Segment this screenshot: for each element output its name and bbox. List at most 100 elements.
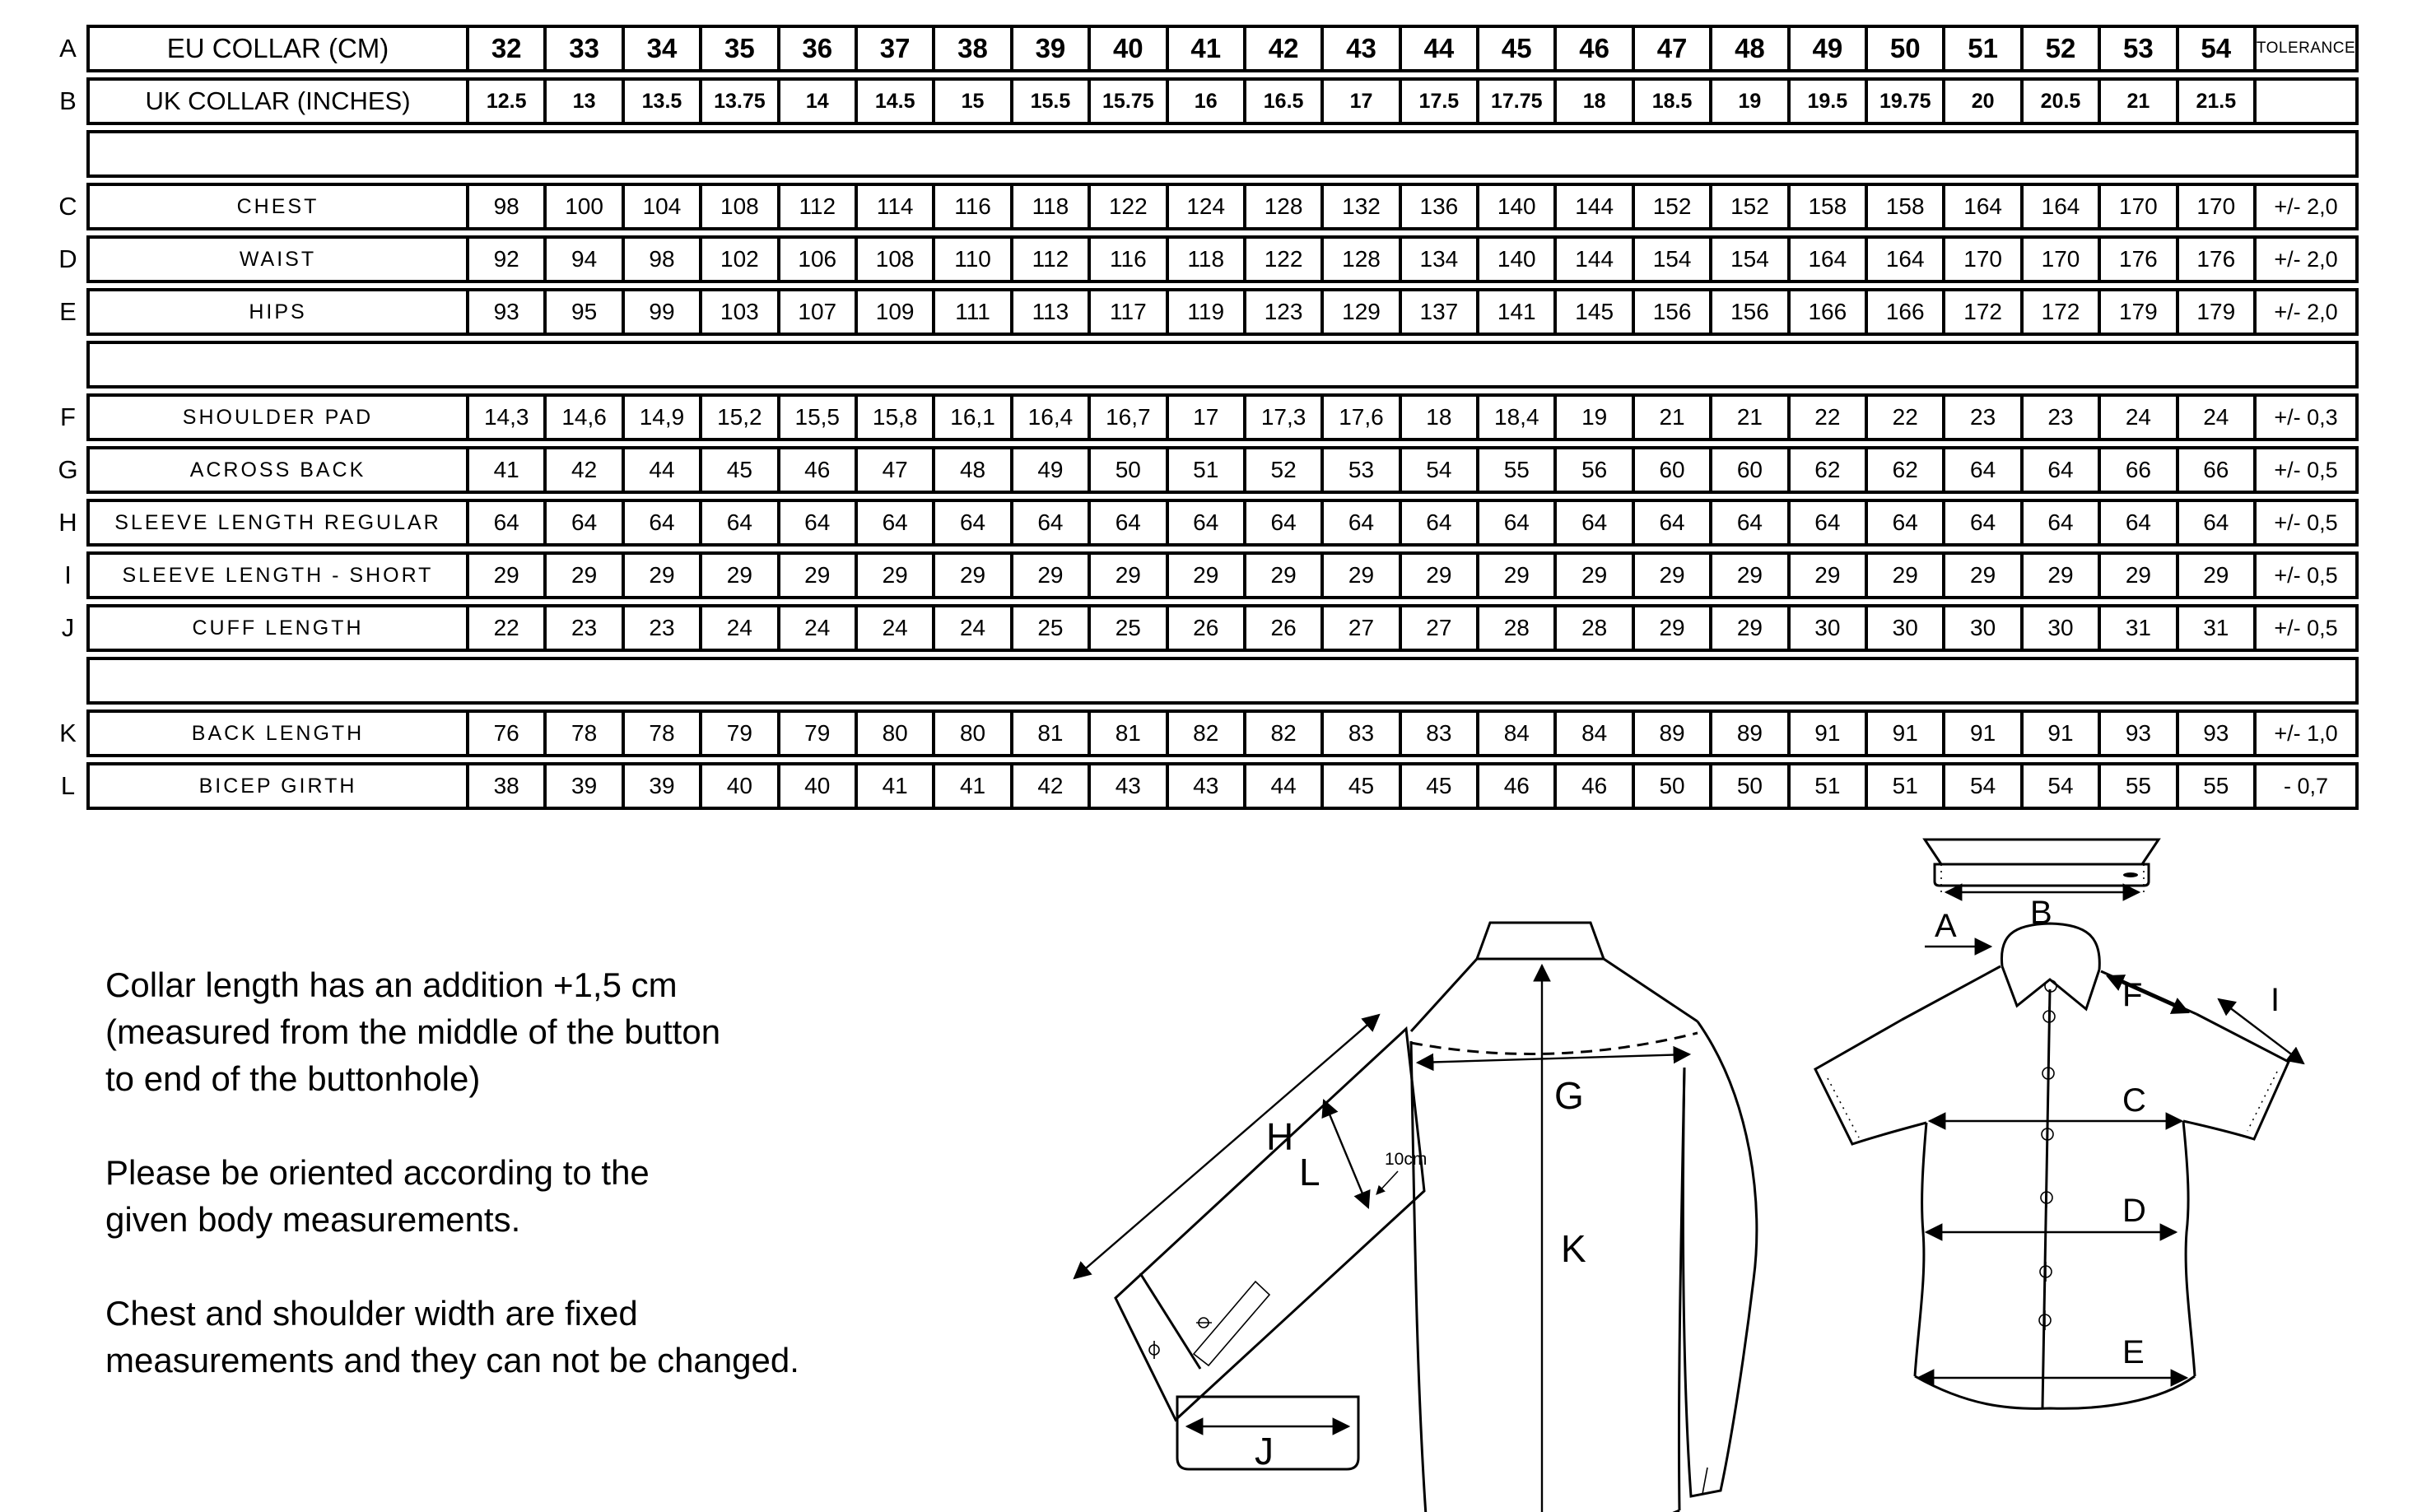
table-cell: 109 bbox=[854, 288, 936, 336]
table-cell: 66 bbox=[2098, 446, 2179, 494]
table-cell: 29 bbox=[699, 551, 780, 599]
table-cell: 42 bbox=[543, 446, 625, 494]
front-right-sleeve bbox=[2182, 1012, 2290, 1141]
table-cell: 49 bbox=[1009, 446, 1092, 494]
table-cell: 113 bbox=[1009, 288, 1092, 336]
row-letter: L bbox=[60, 771, 76, 800]
tolerance-cell: +/- 0,5 bbox=[2252, 551, 2359, 599]
table-cell: 29 bbox=[2019, 551, 2102, 599]
table-cell: 16,1 bbox=[932, 393, 1013, 441]
table-cell: 20 bbox=[1942, 77, 2024, 125]
back-body-left bbox=[1409, 1040, 1428, 1512]
table-cell: 40 bbox=[776, 762, 858, 810]
notes-block: Collar length has an addition +1,5 cm (m… bbox=[105, 961, 799, 1431]
table-cell: 30 bbox=[1865, 604, 1946, 652]
table-cell: 64 bbox=[1009, 499, 1092, 547]
table-cell: 122 bbox=[1088, 183, 1169, 230]
table-cell: 21 bbox=[1709, 393, 1791, 441]
measure-arrow-i bbox=[2217, 998, 2305, 1065]
table-cell: 122 bbox=[1242, 235, 1325, 283]
table-cell: 29 bbox=[1242, 551, 1325, 599]
row-letter: I bbox=[64, 561, 72, 589]
table-cell: 54 bbox=[2175, 25, 2257, 72]
table-cell: 17,3 bbox=[1242, 393, 1325, 441]
table-cell: 46 bbox=[1476, 762, 1558, 810]
back-collar-stand bbox=[1474, 921, 1606, 961]
table-cell: 64 bbox=[1553, 499, 1635, 547]
table-cell: 64 bbox=[466, 499, 547, 547]
table-cell: 108 bbox=[854, 235, 936, 283]
table-cell: 93 bbox=[2098, 709, 2179, 757]
measure-label-i: I bbox=[2271, 982, 2280, 1018]
front-left-sleeve bbox=[1814, 1018, 1927, 1146]
table-cell: 52 bbox=[1242, 446, 1325, 494]
table-cell: 18.5 bbox=[1631, 77, 1713, 125]
table-cell: 91 bbox=[1865, 709, 1946, 757]
table-cell: 82 bbox=[1165, 709, 1246, 757]
table-cell: 30 bbox=[1942, 604, 2024, 652]
table-cell: 19 bbox=[1709, 77, 1791, 125]
table-cell: 39 bbox=[621, 762, 703, 810]
table-cell: 129 bbox=[1320, 288, 1402, 336]
table-cell: 64 bbox=[699, 499, 780, 547]
table-cell: 112 bbox=[776, 183, 858, 230]
table-cell: 29 bbox=[1088, 551, 1169, 599]
table-cell: 95 bbox=[543, 288, 625, 336]
table-cell: 21 bbox=[2098, 77, 2179, 125]
table-cell: 145 bbox=[1553, 288, 1635, 336]
table-cell: 15 bbox=[932, 77, 1013, 125]
row-letter: C bbox=[58, 192, 77, 221]
table-cell: 170 bbox=[2019, 235, 2102, 283]
table-cell: 106 bbox=[776, 235, 858, 283]
table-cell: 29 bbox=[1786, 551, 1869, 599]
table-cell: 41 bbox=[854, 762, 936, 810]
table-cell: 76 bbox=[466, 709, 547, 757]
table-cell: 51 bbox=[1786, 762, 1869, 810]
table-cell: 144 bbox=[1553, 183, 1635, 230]
row-label: UK COLLAR (INCHES) bbox=[86, 77, 469, 125]
row-letter: B bbox=[59, 86, 77, 115]
table-cell: 152 bbox=[1631, 183, 1713, 230]
table-cell: 17 bbox=[1165, 393, 1246, 441]
table-cell: 42 bbox=[1009, 762, 1092, 810]
table-cell: 84 bbox=[1553, 709, 1635, 757]
table-cell: 62 bbox=[1786, 446, 1869, 494]
table-cell: 29 bbox=[2175, 551, 2257, 599]
table-cell: 19 bbox=[1553, 393, 1635, 441]
table-cell: 43 bbox=[1088, 762, 1169, 810]
table-cell: 166 bbox=[1865, 288, 1946, 336]
table-cell: 18,4 bbox=[1476, 393, 1558, 441]
table-cell: 47 bbox=[1631, 25, 1713, 72]
table-cell: 14 bbox=[776, 77, 858, 125]
table-cell: 84 bbox=[1476, 709, 1558, 757]
measure-label-c: C bbox=[2122, 1082, 2146, 1119]
table-cell: 28 bbox=[1476, 604, 1558, 652]
row-letter: J bbox=[61, 613, 75, 642]
table-cell: 83 bbox=[1398, 709, 1480, 757]
row-label: HIPS bbox=[86, 288, 469, 336]
tolerance-cell: +/- 0,5 bbox=[2252, 604, 2359, 652]
table-cell: 24 bbox=[776, 604, 858, 652]
table-cell: 91 bbox=[1942, 709, 2024, 757]
table-cell: 15,5 bbox=[776, 393, 858, 441]
row-label: ACROSS BACK bbox=[86, 446, 469, 494]
table-cell: 29 bbox=[1165, 551, 1246, 599]
table-cell: 40 bbox=[699, 762, 780, 810]
table-cell: 24 bbox=[2098, 393, 2179, 441]
table-cell: 119 bbox=[1165, 288, 1246, 336]
table-cell: 29 bbox=[466, 551, 547, 599]
tolerance-cell: TOLERANCE bbox=[2252, 25, 2359, 72]
table-cell: 39 bbox=[1009, 25, 1092, 72]
table-cell: 154 bbox=[1709, 235, 1791, 283]
table-cell: 164 bbox=[2019, 183, 2102, 230]
table-cell: 46 bbox=[1553, 762, 1635, 810]
table-cell: 79 bbox=[776, 709, 858, 757]
table-cell: 45 bbox=[699, 446, 780, 494]
table-cell: 144 bbox=[1553, 235, 1635, 283]
table-cell: 37 bbox=[854, 25, 936, 72]
table-cell: 21.5 bbox=[2175, 77, 2257, 125]
table-cell: 14,6 bbox=[543, 393, 625, 441]
table-cell: 32 bbox=[466, 25, 547, 72]
